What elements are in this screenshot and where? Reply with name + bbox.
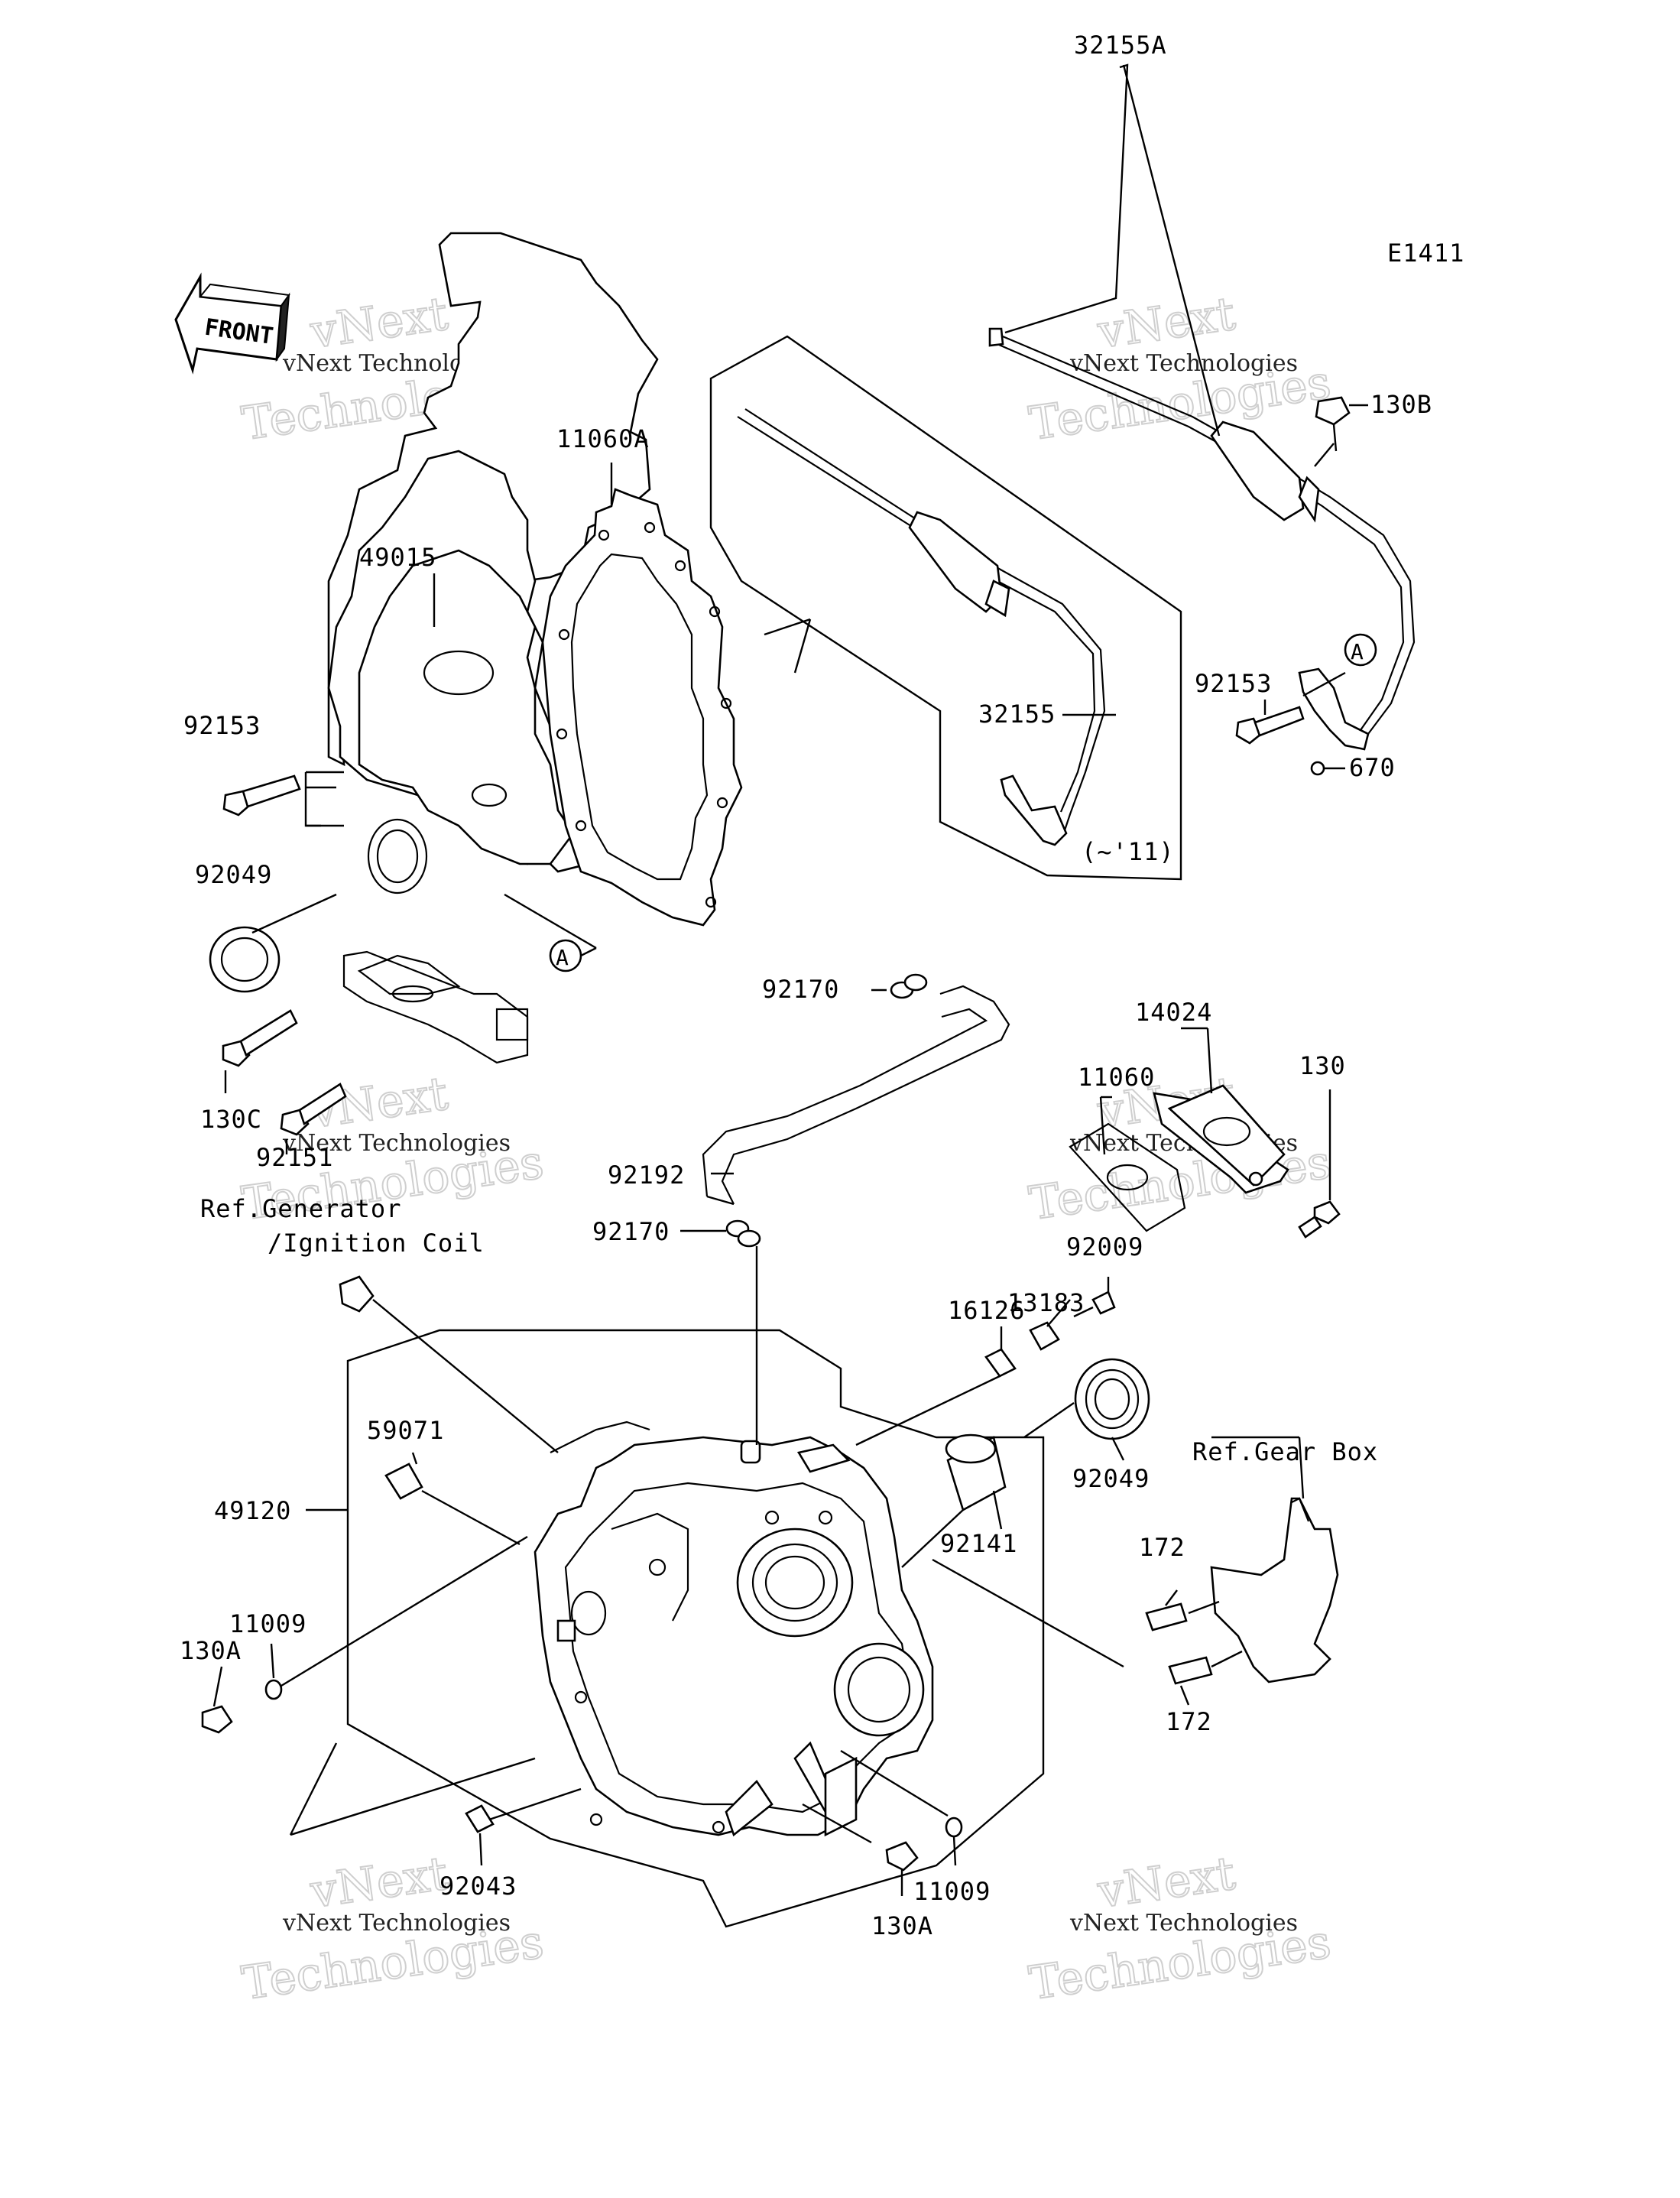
label-14024: 14024	[1135, 998, 1212, 1027]
ref-marker-A-2: A	[1344, 633, 1377, 667]
front-arrow-icon: FRONT	[174, 272, 290, 375]
bolt-92153-right-icon	[1235, 706, 1305, 745]
bracket-92153-left	[304, 772, 321, 827]
label-32155: 32155	[978, 700, 1056, 729]
stud-172-bottom-icon	[1168, 1656, 1213, 1685]
breather-59071-icon	[384, 1463, 423, 1500]
bolt-92153-left-icon	[222, 774, 301, 817]
crankcase-49120	[346, 1329, 1045, 1928]
dowel-92043-icon	[465, 1804, 495, 1833]
clamp-92170-top-icon	[890, 973, 928, 999]
label-92043: 92043	[439, 1872, 517, 1901]
label-13183: 13183	[1007, 1288, 1085, 1317]
svg-text:vNext: vNext	[306, 287, 451, 359]
label-92170-top: 92170	[762, 975, 839, 1004]
bolt-130C-icon	[222, 1009, 298, 1067]
dowel-16126-icon	[984, 1348, 1017, 1378]
label-11009-right: 11009	[913, 1877, 991, 1906]
plug-13183-icon	[1029, 1321, 1060, 1351]
label-92153-right: 92153	[1195, 669, 1272, 698]
screw-92009-icon	[1073, 1291, 1116, 1318]
oring-11009-left-icon	[264, 1679, 283, 1700]
breather-hose-92192	[702, 985, 1010, 1206]
gasket-11060A	[541, 488, 743, 927]
sensor-ignition-coil-icon	[339, 1275, 375, 1313]
oil-seal-92049-left-icon	[209, 926, 281, 993]
svg-text:vNext Technologies: vNext Technologies	[282, 1130, 511, 1157]
label-49015: 49015	[359, 543, 436, 572]
ref-marker-A-1: A	[504, 893, 597, 972]
bolt-130-icon	[1298, 1200, 1341, 1239]
oring-11009-right-icon	[945, 1817, 963, 1838]
watermark-bottom-right: Technologies vNext vNext Technologies	[1025, 1846, 1335, 2011]
label-92170-bottom: 92170	[592, 1217, 670, 1246]
label-92141: 92141	[940, 1529, 1017, 1558]
label-130C: 130C	[200, 1105, 262, 1134]
svg-text:vNext Technologies: vNext Technologies	[1069, 350, 1298, 377]
cover-plate-14024	[1153, 1084, 1289, 1194]
diagram-code: E1411	[1387, 239, 1464, 268]
label-32155A: 32155A	[1074, 31, 1167, 60]
label-year-note: (~'11)	[1082, 837, 1175, 866]
svg-text:A: A	[1351, 639, 1364, 664]
label-92009: 92009	[1066, 1232, 1143, 1261]
label-130: 130	[1299, 1051, 1346, 1080]
dipstick-detail-frame	[709, 335, 1182, 881]
label-130B: 130B	[1370, 390, 1432, 419]
dipstick-32155	[737, 408, 1106, 846]
bolt-130A-right-icon	[885, 1841, 919, 1872]
stud-172-top-icon	[1145, 1602, 1188, 1631]
label-130A-left: 130A	[180, 1636, 242, 1665]
label-11060A: 11060A	[556, 424, 650, 453]
label-92049-right: 92049	[1072, 1464, 1150, 1493]
label-172-bottom: 172	[1166, 1707, 1212, 1736]
svg-text:vNext: vNext	[306, 1847, 451, 1919]
label-670: 670	[1349, 753, 1396, 782]
front-cover-housing	[327, 450, 590, 1064]
oring-670-icon	[1310, 761, 1325, 776]
label-92153-left: 92153	[183, 711, 261, 740]
label-11060: 11060	[1078, 1063, 1155, 1092]
svg-text:A: A	[556, 945, 569, 970]
label-92192: 92192	[608, 1161, 685, 1190]
label-ref-generator: Ref.Generator	[200, 1194, 401, 1223]
bolt-130B-icon	[1315, 396, 1351, 452]
svg-text:vNext Technologies: vNext Technologies	[282, 1910, 511, 1937]
bolt-130A-left-icon	[201, 1705, 233, 1734]
label-92151: 92151	[256, 1143, 333, 1172]
label-49120: 49120	[214, 1496, 291, 1525]
bracket-gear-box	[1210, 1497, 1339, 1683]
svg-text:vNext: vNext	[1094, 1847, 1238, 1919]
label-ignition-coil: /Ignition Coil	[268, 1229, 485, 1258]
label-92049-left: 92049	[195, 860, 272, 889]
label-172-top: 172	[1139, 1533, 1185, 1562]
svg-text:vNext Technologies: vNext Technologies	[1069, 1910, 1298, 1937]
bushing-92141-icon	[945, 1433, 1007, 1511]
leader-lines	[212, 63, 1368, 1896]
clamp-92170-bottom-icon	[725, 1219, 761, 1248]
oil-seal-92049-right-icon	[1074, 1358, 1150, 1440]
label-16126: 16126	[948, 1296, 1025, 1325]
label-ref-gear-box: Ref.Gear Box	[1192, 1437, 1378, 1466]
dipstick-32155A	[988, 327, 1416, 751]
label-130A-right: 130A	[871, 1911, 933, 1940]
bolt-92151-icon	[280, 1083, 347, 1136]
label-11009-left: 11009	[229, 1609, 306, 1638]
label-59071: 59071	[367, 1416, 444, 1445]
